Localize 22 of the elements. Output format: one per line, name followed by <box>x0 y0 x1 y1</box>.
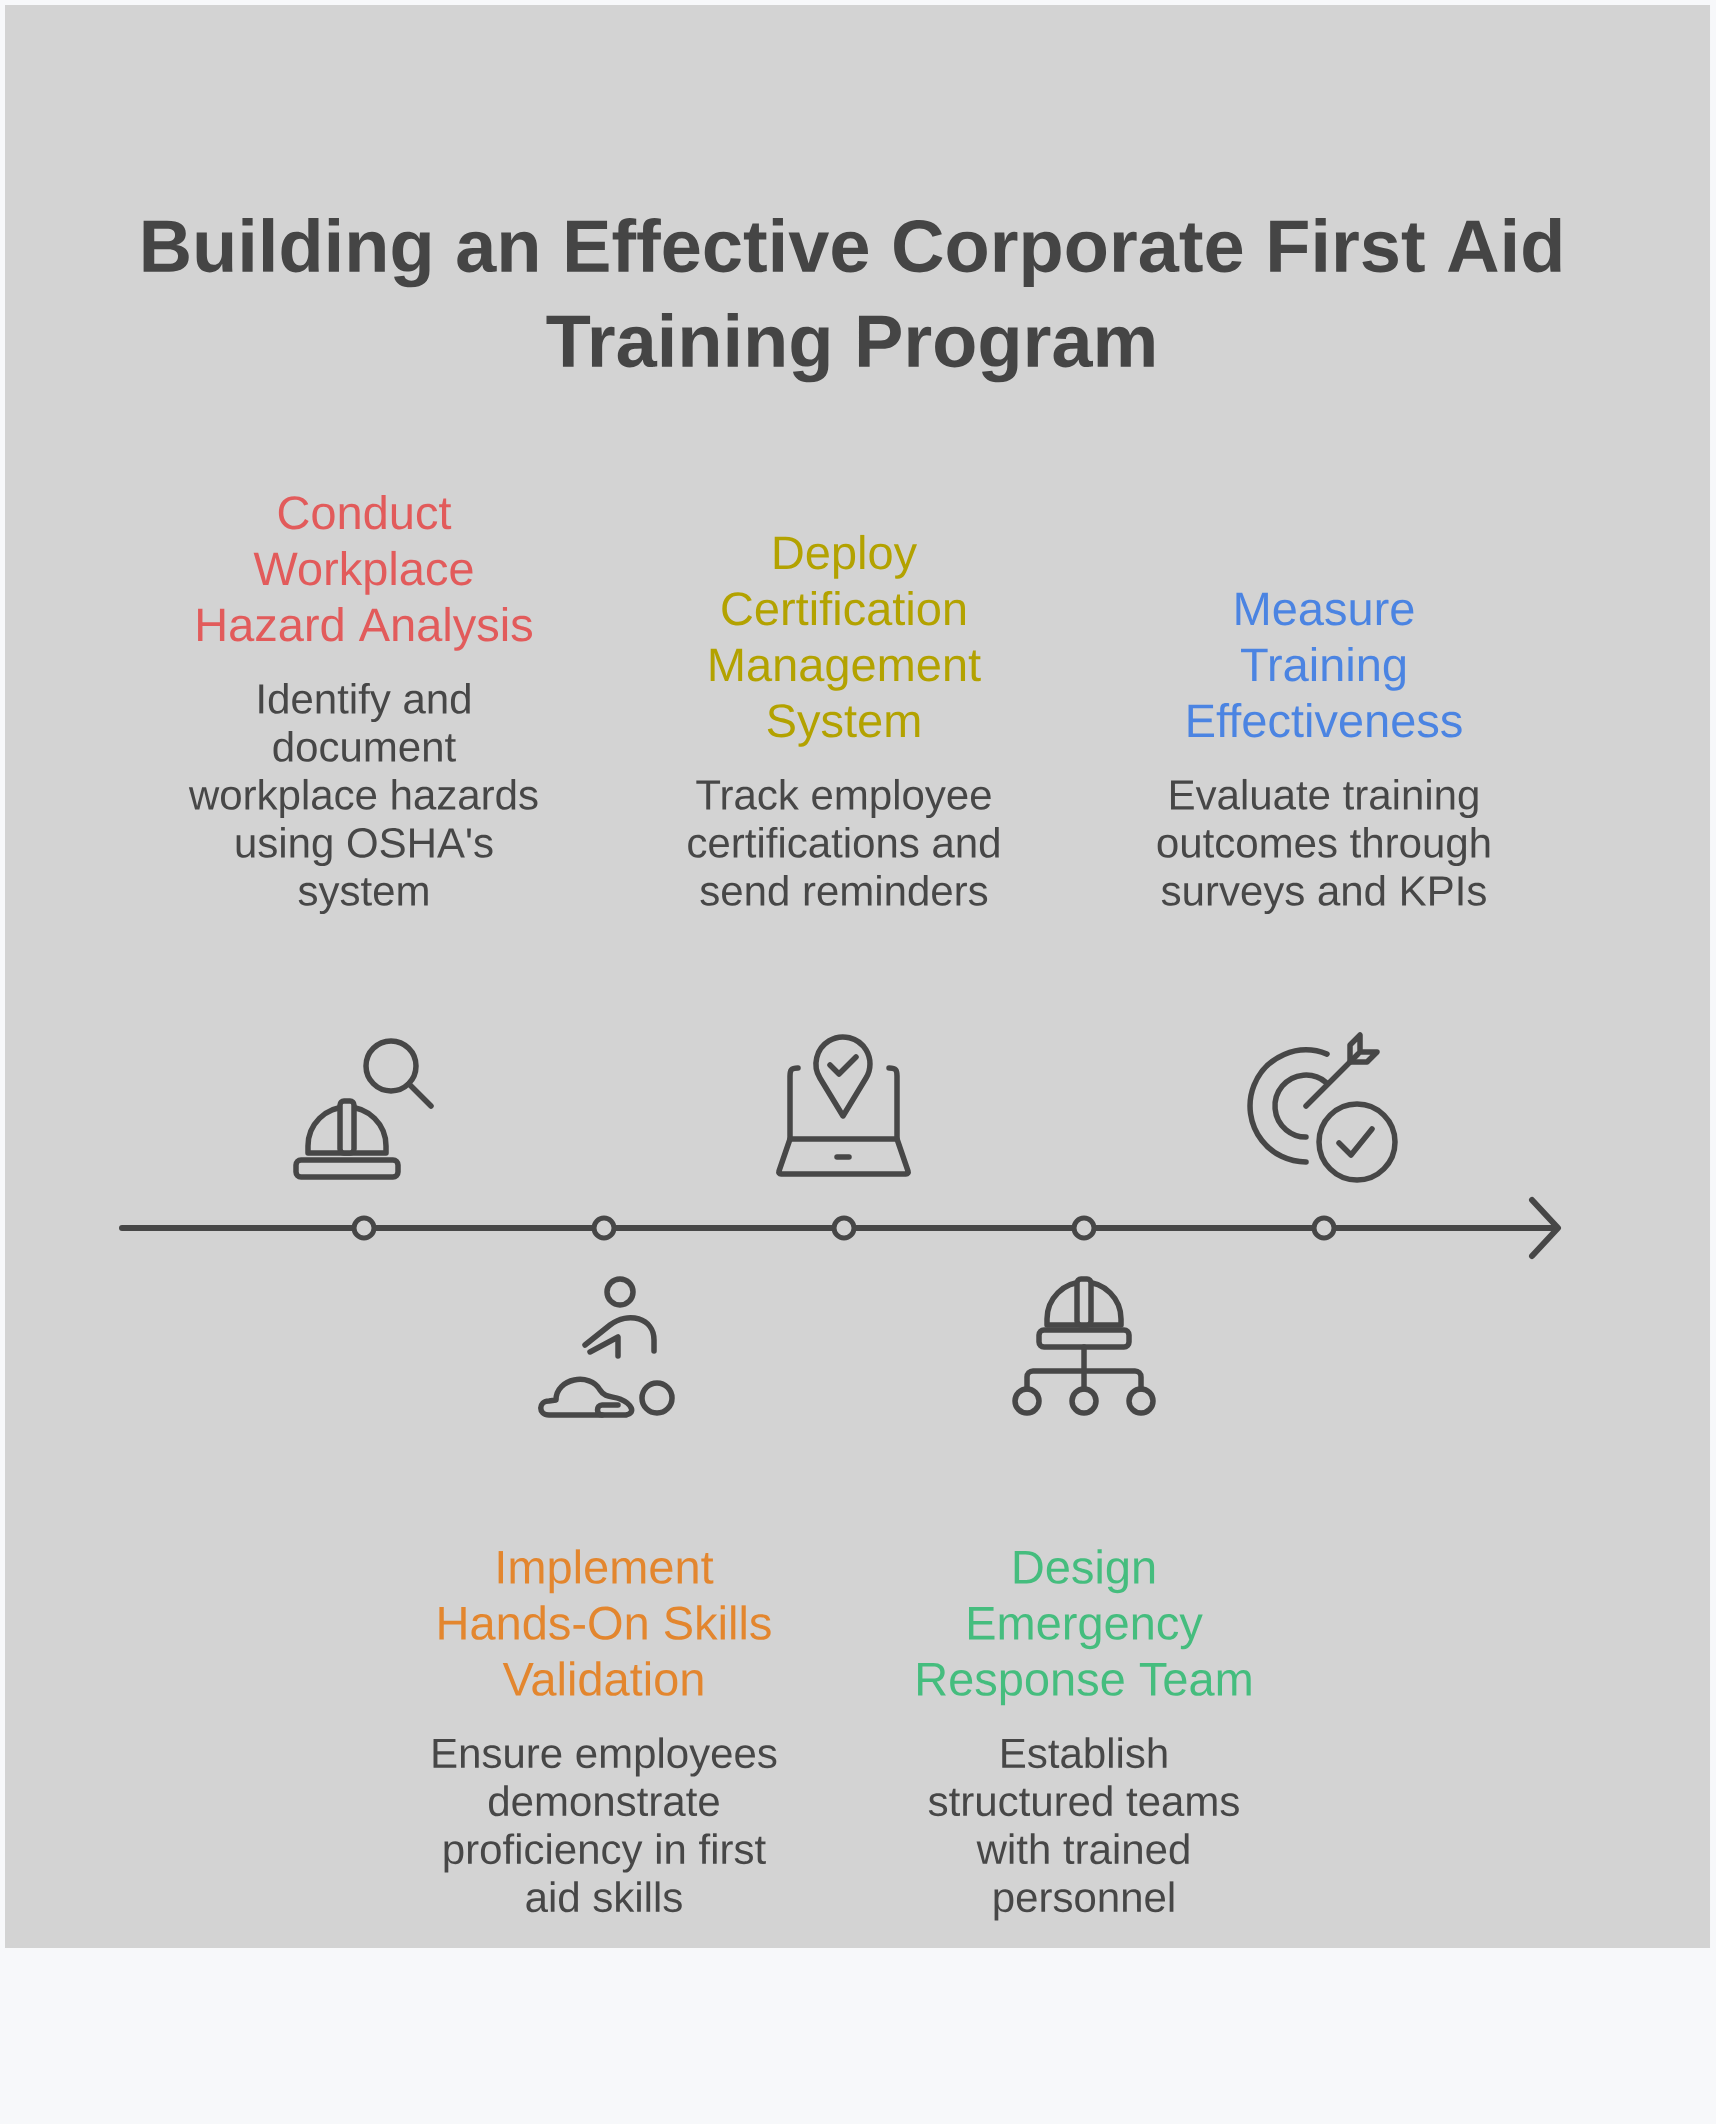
timeline-dot <box>351 1215 377 1241</box>
timeline-arrow <box>1333 1197 1561 1259</box>
timeline-dot <box>831 1215 857 1241</box>
step-title: Conduct Workplace Hazard Analysis <box>198 494 532 651</box>
timeline <box>1093 1225 1315 1231</box>
step-description: Track employee certifications and send reminders <box>688 778 999 906</box>
step-title: Deploy Certification Management System <box>710 534 981 747</box>
step-description: Establish structured teams with trained personnel <box>928 1737 1239 1921</box>
timeline <box>853 1225 1075 1231</box>
timeline <box>373 1225 595 1231</box>
title: Building an Effective Corporate First Aid Training Program <box>143 218 1561 383</box>
step-title: Measure Training Effectiveness <box>1188 592 1462 738</box>
step-description: Evaluate training outcomes through surveys and KPIs <box>1157 778 1490 915</box>
timeline-dot <box>1311 1215 1337 1241</box>
timeline-dot <box>591 1215 617 1241</box>
timeline <box>119 1225 355 1231</box>
step-title: Implement Hands-On Skills Validation <box>439 1549 771 1696</box>
step-title: Design Emergency Response Team <box>918 1549 1251 1706</box>
timeline-dot <box>1071 1215 1097 1241</box>
timeline <box>613 1225 835 1231</box>
step-description: Identify and document workplace hazards using OSHA's system <box>188 682 538 915</box>
step-description: Ensure employees demonstrate proficiency in first aid skills <box>433 1737 777 1913</box>
